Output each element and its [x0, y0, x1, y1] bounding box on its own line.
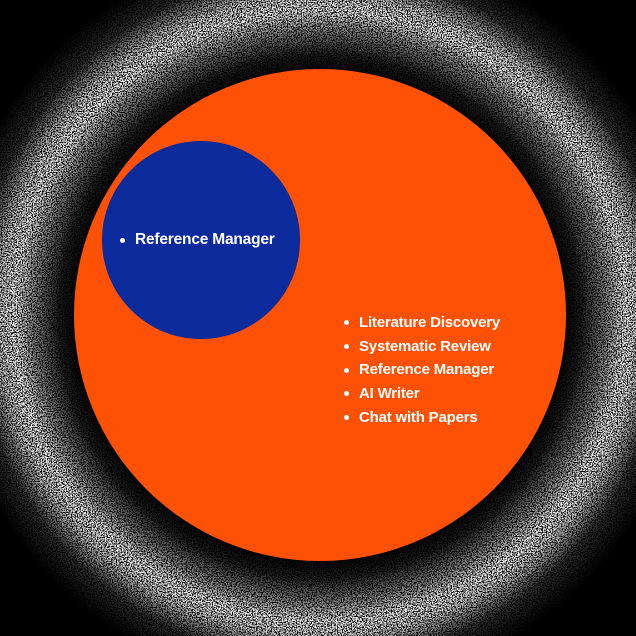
- list-item-label: Reference Manager: [135, 231, 275, 248]
- list-item: AI Writer: [344, 382, 500, 406]
- list-item-label: AI Writer: [359, 385, 420, 403]
- list-item: Reference Manager: [344, 358, 500, 382]
- bullet-icon: [344, 320, 349, 326]
- list-item-label: Systematic Review: [359, 337, 491, 355]
- list-item-label: Reference Manager: [359, 361, 494, 379]
- bullet-icon: [344, 367, 349, 373]
- list-item-label: Literature Discovery: [359, 314, 501, 331]
- bullet-icon: [344, 415, 349, 421]
- bullet-icon: [120, 237, 125, 243]
- bullet-icon: [344, 344, 349, 350]
- inner-circle-feature-list: Reference Manager: [120, 228, 275, 252]
- list-item: Reference Manager: [120, 228, 275, 252]
- inner-feature-circle: [102, 141, 300, 339]
- bullet-icon: [344, 391, 349, 397]
- list-item-label: Chat with Papers: [359, 408, 478, 426]
- list-item: Chat with Papers: [344, 406, 500, 430]
- list-item: Literature Discovery: [344, 311, 500, 335]
- list-item: Systematic Review: [344, 335, 500, 359]
